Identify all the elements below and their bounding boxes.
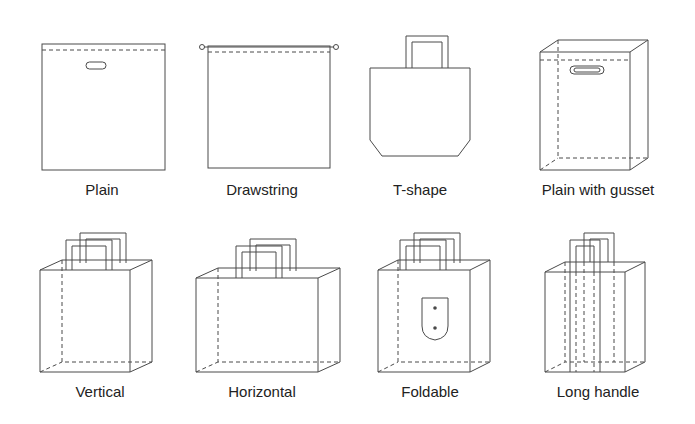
snap-button: [433, 306, 437, 310]
bag-front: [545, 272, 625, 372]
hidden-edges: [196, 268, 340, 372]
hidden-strap: [584, 262, 614, 362]
bag-handle: [66, 240, 112, 270]
strap-stitch: [576, 272, 594, 372]
bag-handle: [570, 240, 600, 372]
bag-caption: Long handle: [557, 383, 640, 401]
horizontal-bag: [196, 239, 340, 372]
snap-button: [433, 326, 437, 330]
bag-outline: [370, 68, 470, 156]
handle-slot: [574, 68, 600, 72]
t-shape-bag: [370, 36, 470, 156]
bag-caption: T-shape: [393, 181, 447, 199]
bag-front: [540, 52, 630, 170]
bag-caption: Drawstring: [226, 181, 298, 199]
bag-handle: [406, 36, 448, 68]
bag-outline: [208, 46, 330, 168]
foldable-bag: [378, 233, 490, 372]
fold-pocket: [422, 298, 448, 340]
hidden-edges: [378, 260, 490, 372]
seam-line: [208, 52, 330, 53]
bag-caption: Plain with gusset: [542, 181, 655, 199]
bag-handle: [236, 246, 282, 278]
bag-outline: [42, 44, 165, 170]
bag-caption: Foldable: [401, 383, 459, 401]
bag-front: [196, 278, 318, 372]
plain-bag: [42, 44, 165, 170]
bag-edges: [378, 260, 490, 372]
seam-line: [42, 50, 165, 51]
bag-handle: [250, 239, 296, 271]
handle-slot: [86, 62, 106, 69]
bag-handle: [400, 240, 446, 270]
hidden-edges: [40, 260, 152, 372]
bag-handle: [414, 233, 460, 263]
gusset-bag: [540, 40, 648, 170]
vertical-bag: [40, 233, 152, 372]
bag-front: [378, 270, 470, 372]
handle-slot: [570, 66, 604, 74]
bag-front: [40, 270, 130, 372]
bag-caption: Plain: [85, 181, 118, 199]
bag-handle: [584, 233, 614, 262]
hidden-edges: [540, 40, 648, 170]
bag-handle: [80, 233, 126, 263]
hidden-edges: [545, 262, 645, 372]
bag-edges: [545, 262, 645, 372]
bag-caption: Horizontal: [228, 383, 296, 401]
string-end: [200, 45, 205, 50]
bag-edges: [40, 260, 152, 372]
drawstring-bag: [200, 45, 339, 169]
bag-edges: [540, 40, 648, 170]
bag-edges: [196, 268, 340, 372]
long-handle-bag: [545, 233, 645, 372]
string-end: [334, 45, 339, 50]
drawstring: [204, 47, 334, 48]
bag-caption: Vertical: [75, 383, 124, 401]
